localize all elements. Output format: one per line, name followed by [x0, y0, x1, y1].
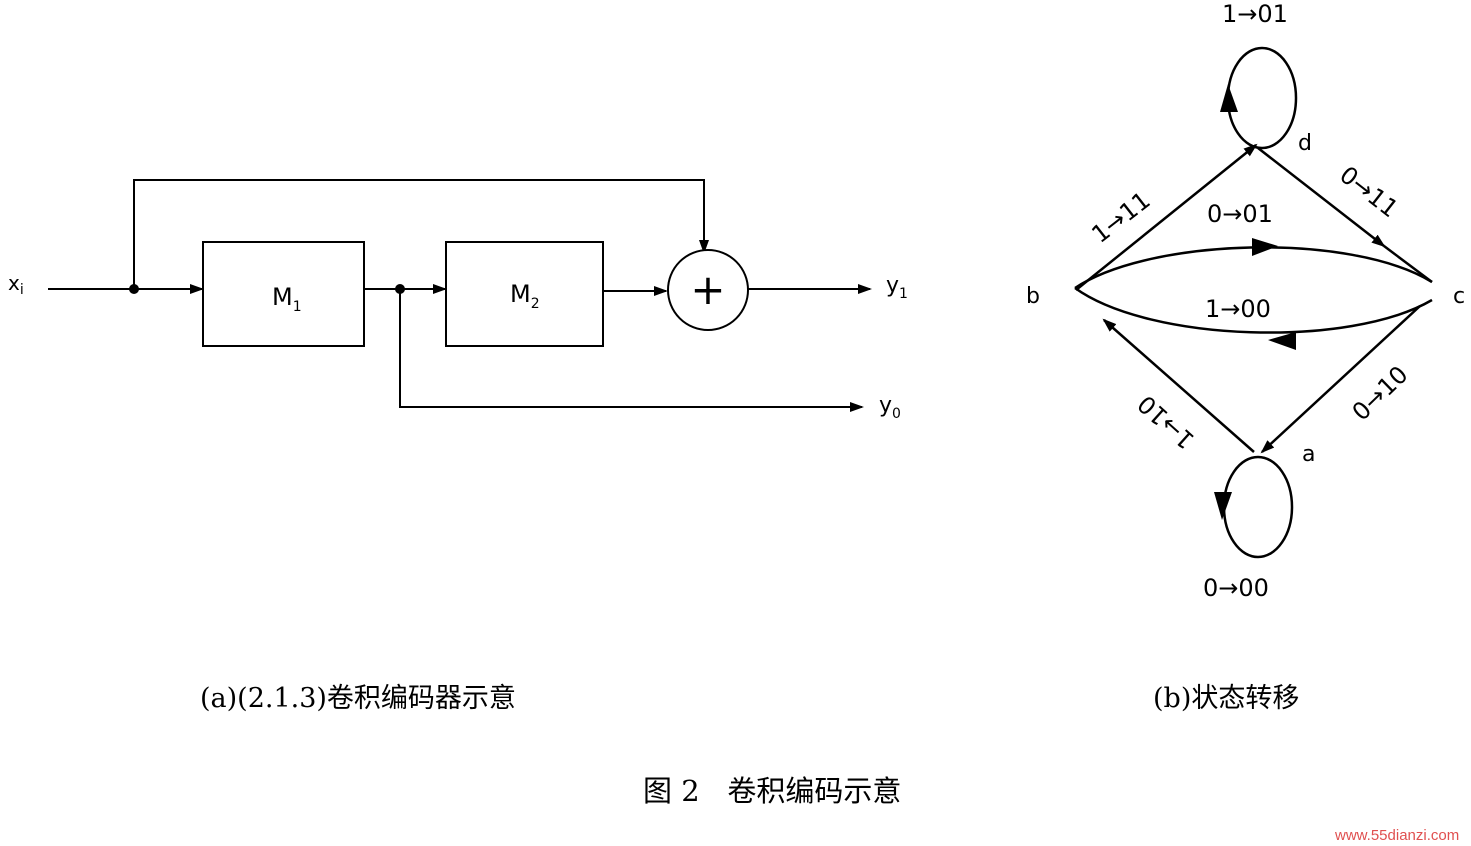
transition-d-self-label: 1→01 — [1222, 0, 1288, 28]
edge-c-to-b-arrowhead — [1268, 332, 1296, 350]
a-self-loop-arrowhead — [1214, 492, 1232, 520]
edge-d-to-c-tail — [1383, 245, 1433, 283]
state-a-label: a — [1302, 442, 1315, 467]
input-label: xi — [8, 271, 24, 298]
state-diagram-caption: (b)状态转移 — [1153, 683, 1299, 714]
state-c-label: c — [1453, 284, 1465, 309]
edge-b-to-d — [1075, 143, 1258, 291]
transition-a-self-label: 0→00 — [1203, 574, 1269, 602]
transition-c-to-b-label: 1→00 — [1205, 295, 1271, 323]
watermark-text: www.55dianzi.com — [1334, 827, 1459, 844]
d-self-loop-arrowhead — [1220, 84, 1238, 112]
feedforward-wire — [133, 179, 709, 289]
y0-wire — [399, 289, 864, 412]
adder-plus-symbol: + — [690, 265, 725, 314]
encoder-diagram: xi M1 M2 + y1 y0 — [8, 179, 908, 422]
edge-b-to-c — [1074, 246, 1433, 290]
state-d-label: d — [1298, 131, 1312, 156]
register-m2-block — [445, 241, 604, 347]
output-y1-label: y1 — [886, 273, 908, 302]
state-transition-diagram: b c d a 1→01 1→11 0→01 0→11 1→00 0→10 1→… — [1026, 0, 1465, 602]
edge-b-to-c-arrowhead — [1252, 238, 1278, 256]
register-m1-label: M1 — [272, 283, 302, 315]
transition-b-to-d-label: 1→11 — [1086, 186, 1155, 249]
edge-a-to-b — [1102, 318, 1255, 453]
d-self-loop — [1226, 46, 1298, 150]
edge-d-to-c — [1257, 147, 1386, 248]
edge-c-to-a — [1260, 305, 1421, 454]
transition-a-to-b-label: 1→10 — [1132, 389, 1200, 454]
encoder-caption: (a)(2.1.3)卷积编码器示意 — [200, 683, 516, 714]
figure-caption: 图 2 卷积编码示意 — [643, 774, 901, 808]
transition-c-to-a-label: 0→10 — [1347, 360, 1414, 426]
edge-c-to-b — [1074, 286, 1433, 334]
a-self-loop — [1222, 455, 1294, 559]
output-y0-label: y0 — [879, 393, 901, 422]
register-m1-block — [202, 241, 365, 347]
state-b-label: b — [1026, 284, 1040, 309]
register-m2-label: M2 — [510, 280, 540, 312]
transition-b-to-c-label: 0→01 — [1207, 200, 1273, 228]
